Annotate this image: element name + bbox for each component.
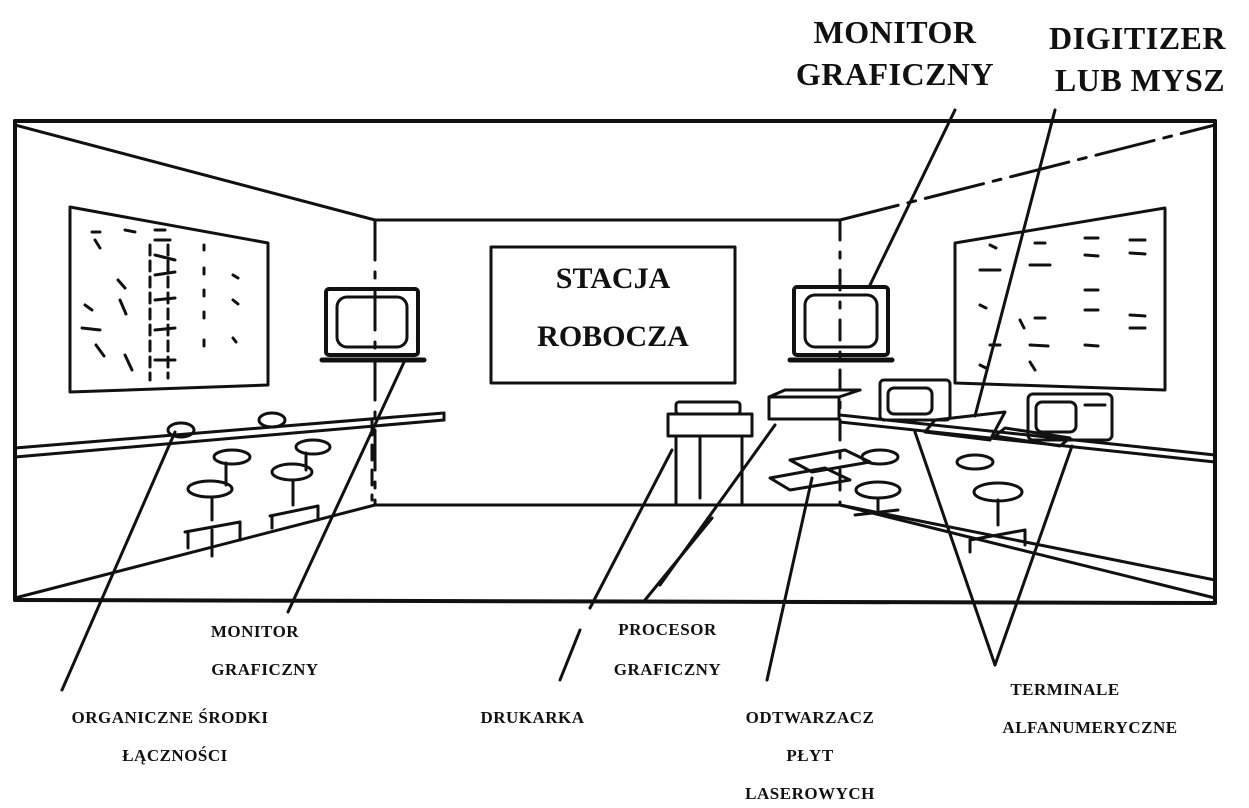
label-odtwarzacz-line-1: ODTWARZACZ [745,708,875,727]
label-monitor-line-2: GRAFICZNY [211,660,319,679]
right-wall-board [953,206,1167,392]
back-wall [13,123,1217,600]
label-odtwarzacz-line-3: LASEROWYCH [745,784,875,803]
room-frame [13,119,1217,605]
graphics-processor [767,388,862,421]
label-procesor-line-1: PROCESOR [618,620,717,639]
label-top-digitizer-line-2: LUB MYSZ [1054,62,1226,98]
right-chairs [853,448,1027,554]
station-sign-line-1: STACJA [555,262,671,295]
leader-lines [60,108,1074,692]
label-top-monitor-line-2: GRAFICZNY [795,56,995,92]
right-wall-monitor [787,285,895,363]
label-odtwarzacz-line-2: PŁYT [786,746,834,765]
label-monitor-line-1: MONITOR [210,622,300,641]
left-wall-board [68,205,270,394]
station-sign-box [489,245,737,385]
laser-disc-player [768,448,872,492]
label-terminale-line-2: ALFANUMERYCZNE [1002,718,1178,737]
label-drukarka: DRUKARKA [480,708,585,727]
alphanumeric-terminals [878,378,1114,448]
label-procesor-line-2: GRAFICZNY [613,660,722,679]
station-sign-line-2: ROBOCZA [537,320,689,353]
label-organic-line-2: ŁĄCZNOŚCI [122,746,228,765]
left-chairs [183,438,332,558]
label-terminale-line-1: TERMINALE [1010,680,1120,699]
label-top-digitizer-line-1: DIGITIZER [1049,20,1226,56]
digitizer-tablet [923,410,1007,442]
organic-comms-devices [166,411,287,439]
label-organic-line-1: ORGANICZNE ŚRODKI [71,708,269,727]
label-top-monitor-line-1: MONITOR [813,14,977,50]
printer [666,400,754,507]
left-wall-monitor [319,287,427,363]
